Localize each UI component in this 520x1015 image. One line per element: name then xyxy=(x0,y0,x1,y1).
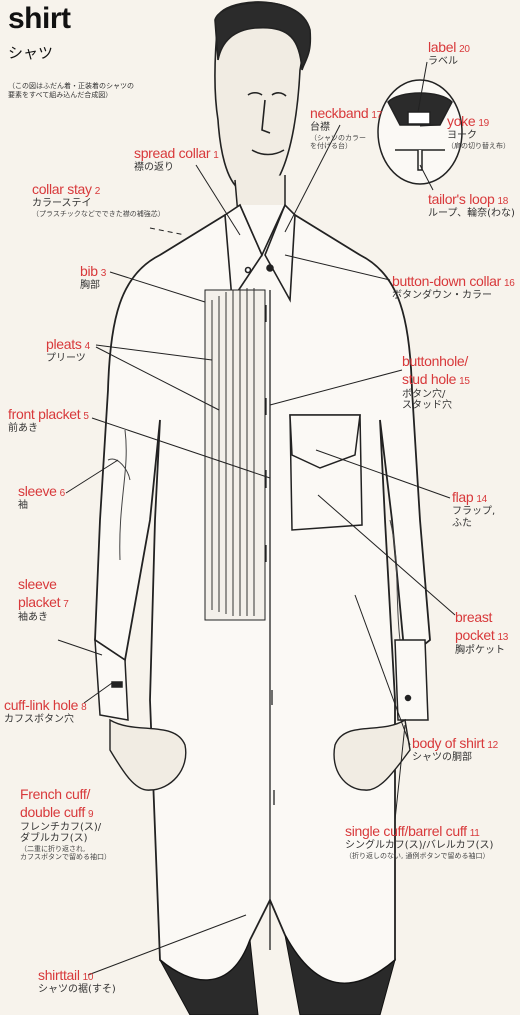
bib-pleats xyxy=(205,288,265,620)
title-note-line2: 要素をすべて組み込んだ合成図） xyxy=(8,91,112,99)
model-head xyxy=(215,2,310,194)
page-title: shirt xyxy=(8,2,71,36)
title-note: （この図はふだん着・正装着のシャツの 要素をすべて組み込んだ合成図） xyxy=(8,82,134,100)
page-title-ja: シャツ xyxy=(8,42,53,63)
title-note-line1: （この図はふだん着・正装着のシャツの xyxy=(8,82,134,90)
breast-pocket xyxy=(290,415,362,530)
